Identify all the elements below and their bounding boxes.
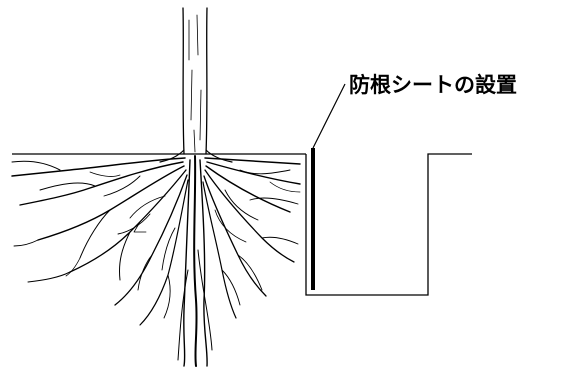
root-system	[11, 155, 301, 367]
root-barrier-sheet	[311, 148, 315, 290]
root-barrier-label: 防根シートの設置	[349, 73, 517, 97]
trench-outline	[305, 153, 472, 296]
leader-line	[312, 83, 346, 149]
tree-trunk	[159, 7, 233, 163]
